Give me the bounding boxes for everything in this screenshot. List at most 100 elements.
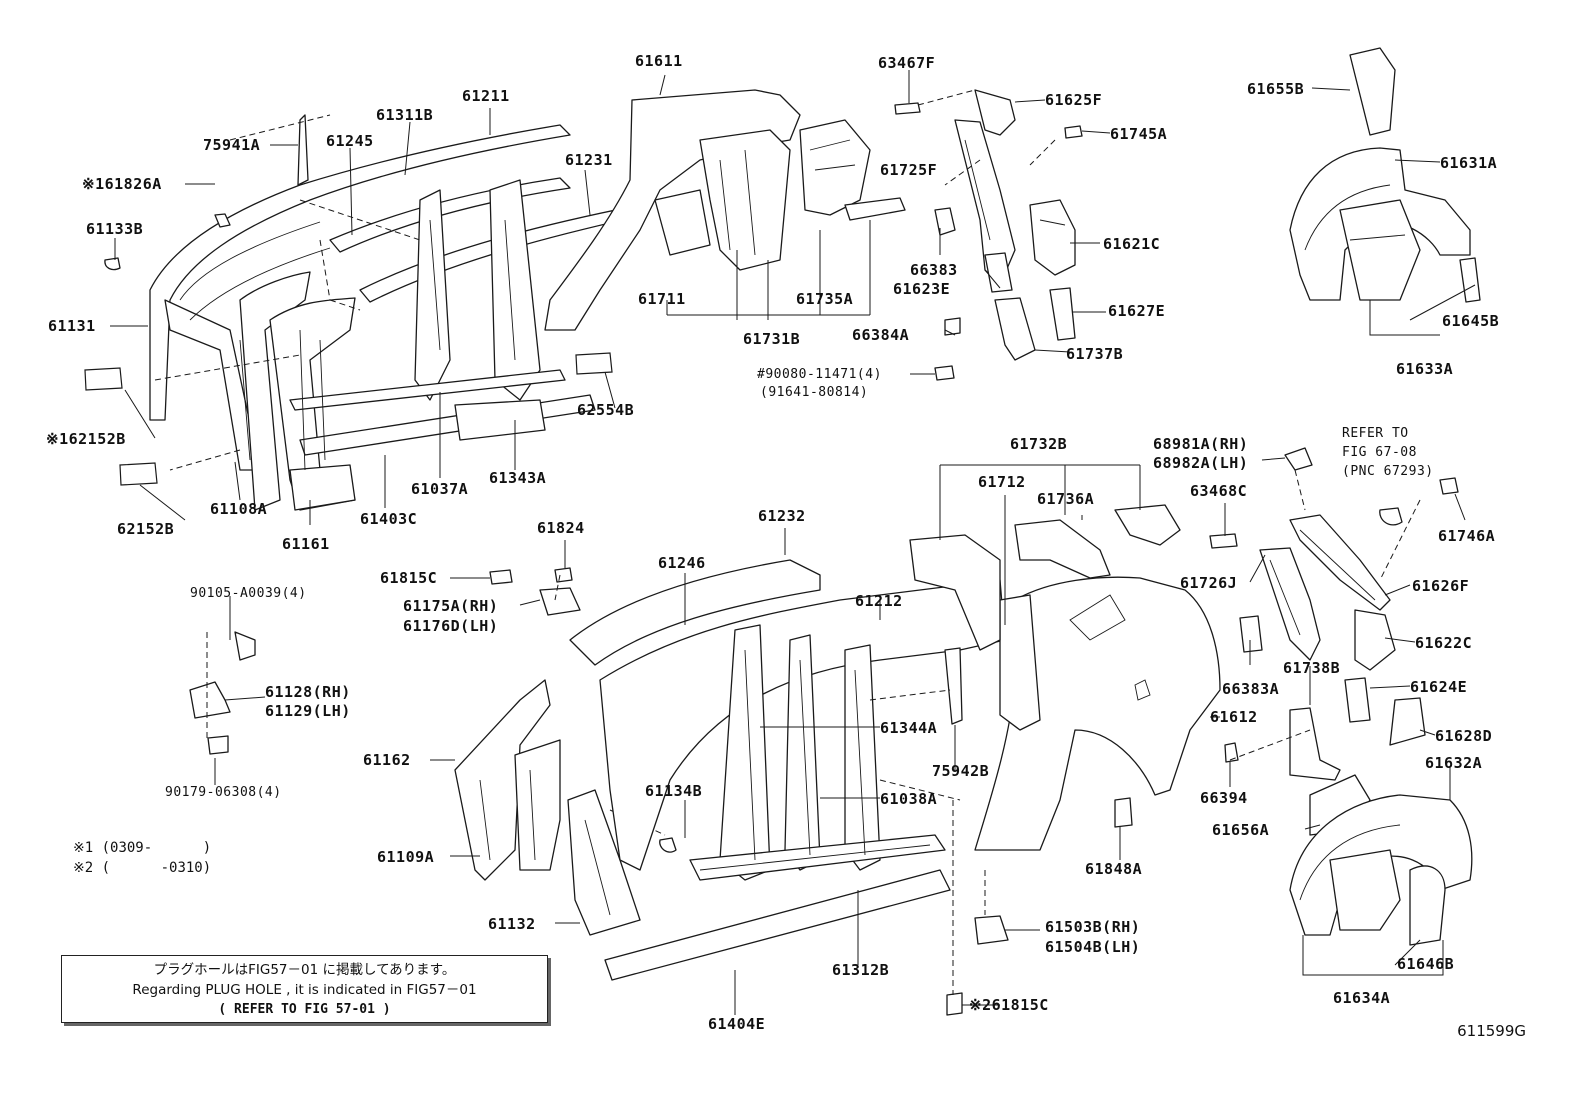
label-66384A: 66384A: [852, 326, 910, 344]
label-61311B: 61311B: [376, 106, 434, 124]
label-61132: 61132: [488, 915, 536, 933]
label-61622C: 61622C: [1415, 634, 1473, 652]
refer-line-1: REFER TO: [1342, 426, 1409, 441]
upper-wheelhouse: [1289, 47, 1481, 303]
label-61612: 61612: [1210, 708, 1258, 726]
label-61848A: 61848A: [1085, 860, 1143, 878]
label-66394: 66394: [1200, 789, 1248, 807]
leader-lines: [110, 70, 1476, 1015]
label-61129: 61129(LH): [265, 702, 351, 720]
label-61231: 61231: [565, 151, 613, 169]
label-61633A: 61633A: [1396, 360, 1454, 378]
label-61128: 61128(RH): [265, 683, 351, 701]
refer-line-2: FIG 67-08: [1342, 445, 1417, 460]
notice-line-ref: ( REFER TO FIG 57-01 ): [218, 1002, 391, 1017]
label-90179-06308: 90179-06308(4): [165, 785, 282, 800]
label-61736A: 61736A: [1037, 490, 1095, 508]
label-61631A: 61631A: [1440, 154, 1498, 172]
label-61611: 61611: [635, 52, 683, 70]
label-68981A: 68981A(RH): [1153, 435, 1249, 453]
label-90080-11471: #90080-11471(4): [757, 367, 882, 382]
label-61732B: 61732B: [1010, 435, 1068, 453]
label-61824: 61824: [537, 519, 585, 537]
label-61109A: 61109A: [377, 848, 435, 866]
label-61712: 61712: [978, 473, 1026, 491]
lower-wheelhouse: [1289, 774, 1473, 976]
upper-body-side-outer: [104, 114, 646, 511]
label-61632A: 61632A: [1425, 754, 1483, 772]
label-61628D: 61628D: [1435, 727, 1493, 745]
label-61108A: 61108A: [210, 500, 268, 518]
figure-id: 611599G: [1457, 1022, 1526, 1040]
note-1: ※1 (0309- ): [73, 840, 212, 856]
label-61731B: 61731B: [743, 330, 801, 348]
label-61038A: 61038A: [880, 790, 938, 808]
label-61246: 61246: [658, 554, 706, 572]
label-68982A: 68982A(LH): [1153, 454, 1249, 472]
label-61624E: 61624E: [1410, 678, 1468, 696]
label-61344A: 61344A: [880, 719, 938, 737]
plug-hole-notice: プラグホールはFIG57－01 に掲載してあります。 Regarding PLU…: [61, 955, 548, 1023]
label-61655B: 61655B: [1247, 80, 1305, 98]
label-61134B: 61134B: [645, 782, 703, 800]
label-63467F: 63467F: [878, 54, 936, 72]
label-90105-A0039: 90105-A0039(4): [190, 586, 307, 601]
label-62152B: 62152B: [117, 520, 175, 538]
label-61623E: 61623E: [893, 280, 951, 298]
label-66383A: 66383A: [1222, 680, 1280, 698]
label-66383: 66383: [910, 261, 958, 279]
label-61627E: 61627E: [1108, 302, 1166, 320]
label-91641-80814: (91641-80814): [760, 385, 869, 400]
label-61634A: 61634A: [1333, 989, 1391, 1007]
label-61403C: 61403C: [360, 510, 418, 528]
label-61133B: 61133B: [86, 220, 144, 238]
label-61175A: 61175A(RH): [403, 597, 499, 615]
upper-pillar-parts: [894, 89, 1083, 381]
label-61131: 61131: [48, 317, 96, 335]
label-61245: 61245: [326, 132, 374, 150]
note-2: ※2 ( -0310): [73, 860, 212, 876]
label-61312B: 61312B: [832, 961, 890, 979]
label-61161: 61161: [282, 535, 330, 553]
label-61625F: 61625F: [1045, 91, 1103, 109]
label-61037A: 61037A: [411, 480, 469, 498]
label-61232: 61232: [758, 507, 806, 525]
label-61626F: 61626F: [1412, 577, 1470, 595]
label-61815C: 61815C: [380, 569, 438, 587]
label-61815C-note2: ※261815C: [969, 996, 1049, 1014]
label-61212: 61212: [855, 592, 903, 610]
label-75942B: 75942B: [932, 762, 990, 780]
label-61726J: 61726J: [1180, 574, 1238, 592]
upper-quarter-panel: [544, 89, 906, 331]
label-63468C: 63468C: [1190, 482, 1248, 500]
label-61646B: 61646B: [1397, 955, 1455, 973]
label-62554B: 62554B: [577, 401, 635, 419]
label-61343A: 61343A: [489, 469, 547, 487]
pads-left: [84, 352, 613, 486]
label-61745A: 61745A: [1110, 125, 1168, 143]
label-61735A: 61735A: [796, 290, 854, 308]
label-61746A: 61746A: [1438, 527, 1496, 545]
label-61404E: 61404E: [708, 1015, 766, 1033]
label-61656A: 61656A: [1212, 821, 1270, 839]
lower-front-pillar: [189, 567, 677, 936]
label-61645B: 61645B: [1442, 312, 1500, 330]
label-62152B-note1: ※162152B: [46, 430, 126, 448]
label-61826A: ※161826A: [82, 175, 162, 193]
label-61621C: 61621C: [1103, 235, 1161, 253]
label-61711: 61711: [638, 290, 686, 308]
label-61737B: 61737B: [1066, 345, 1124, 363]
refer-line-3: (PNC 67293): [1342, 464, 1434, 479]
label-61738B: 61738B: [1283, 659, 1341, 677]
notice-line-en: Regarding PLUG HOLE , it is indicated in…: [132, 982, 477, 998]
label-61211: 61211: [462, 87, 510, 105]
label-75941A: 75941A: [203, 136, 261, 154]
lower-body-side-outer: [554, 559, 1006, 981]
label-61504B: 61504B(LH): [1045, 938, 1141, 956]
label-61162: 61162: [363, 751, 411, 769]
lower-quarter-panel: [909, 464, 1221, 1016]
label-61176D: 61176D(LH): [403, 617, 499, 635]
notice-line-jp: プラグホールはFIG57－01 に掲載してあります。: [153, 962, 456, 978]
label-61725F: 61725F: [880, 161, 938, 179]
